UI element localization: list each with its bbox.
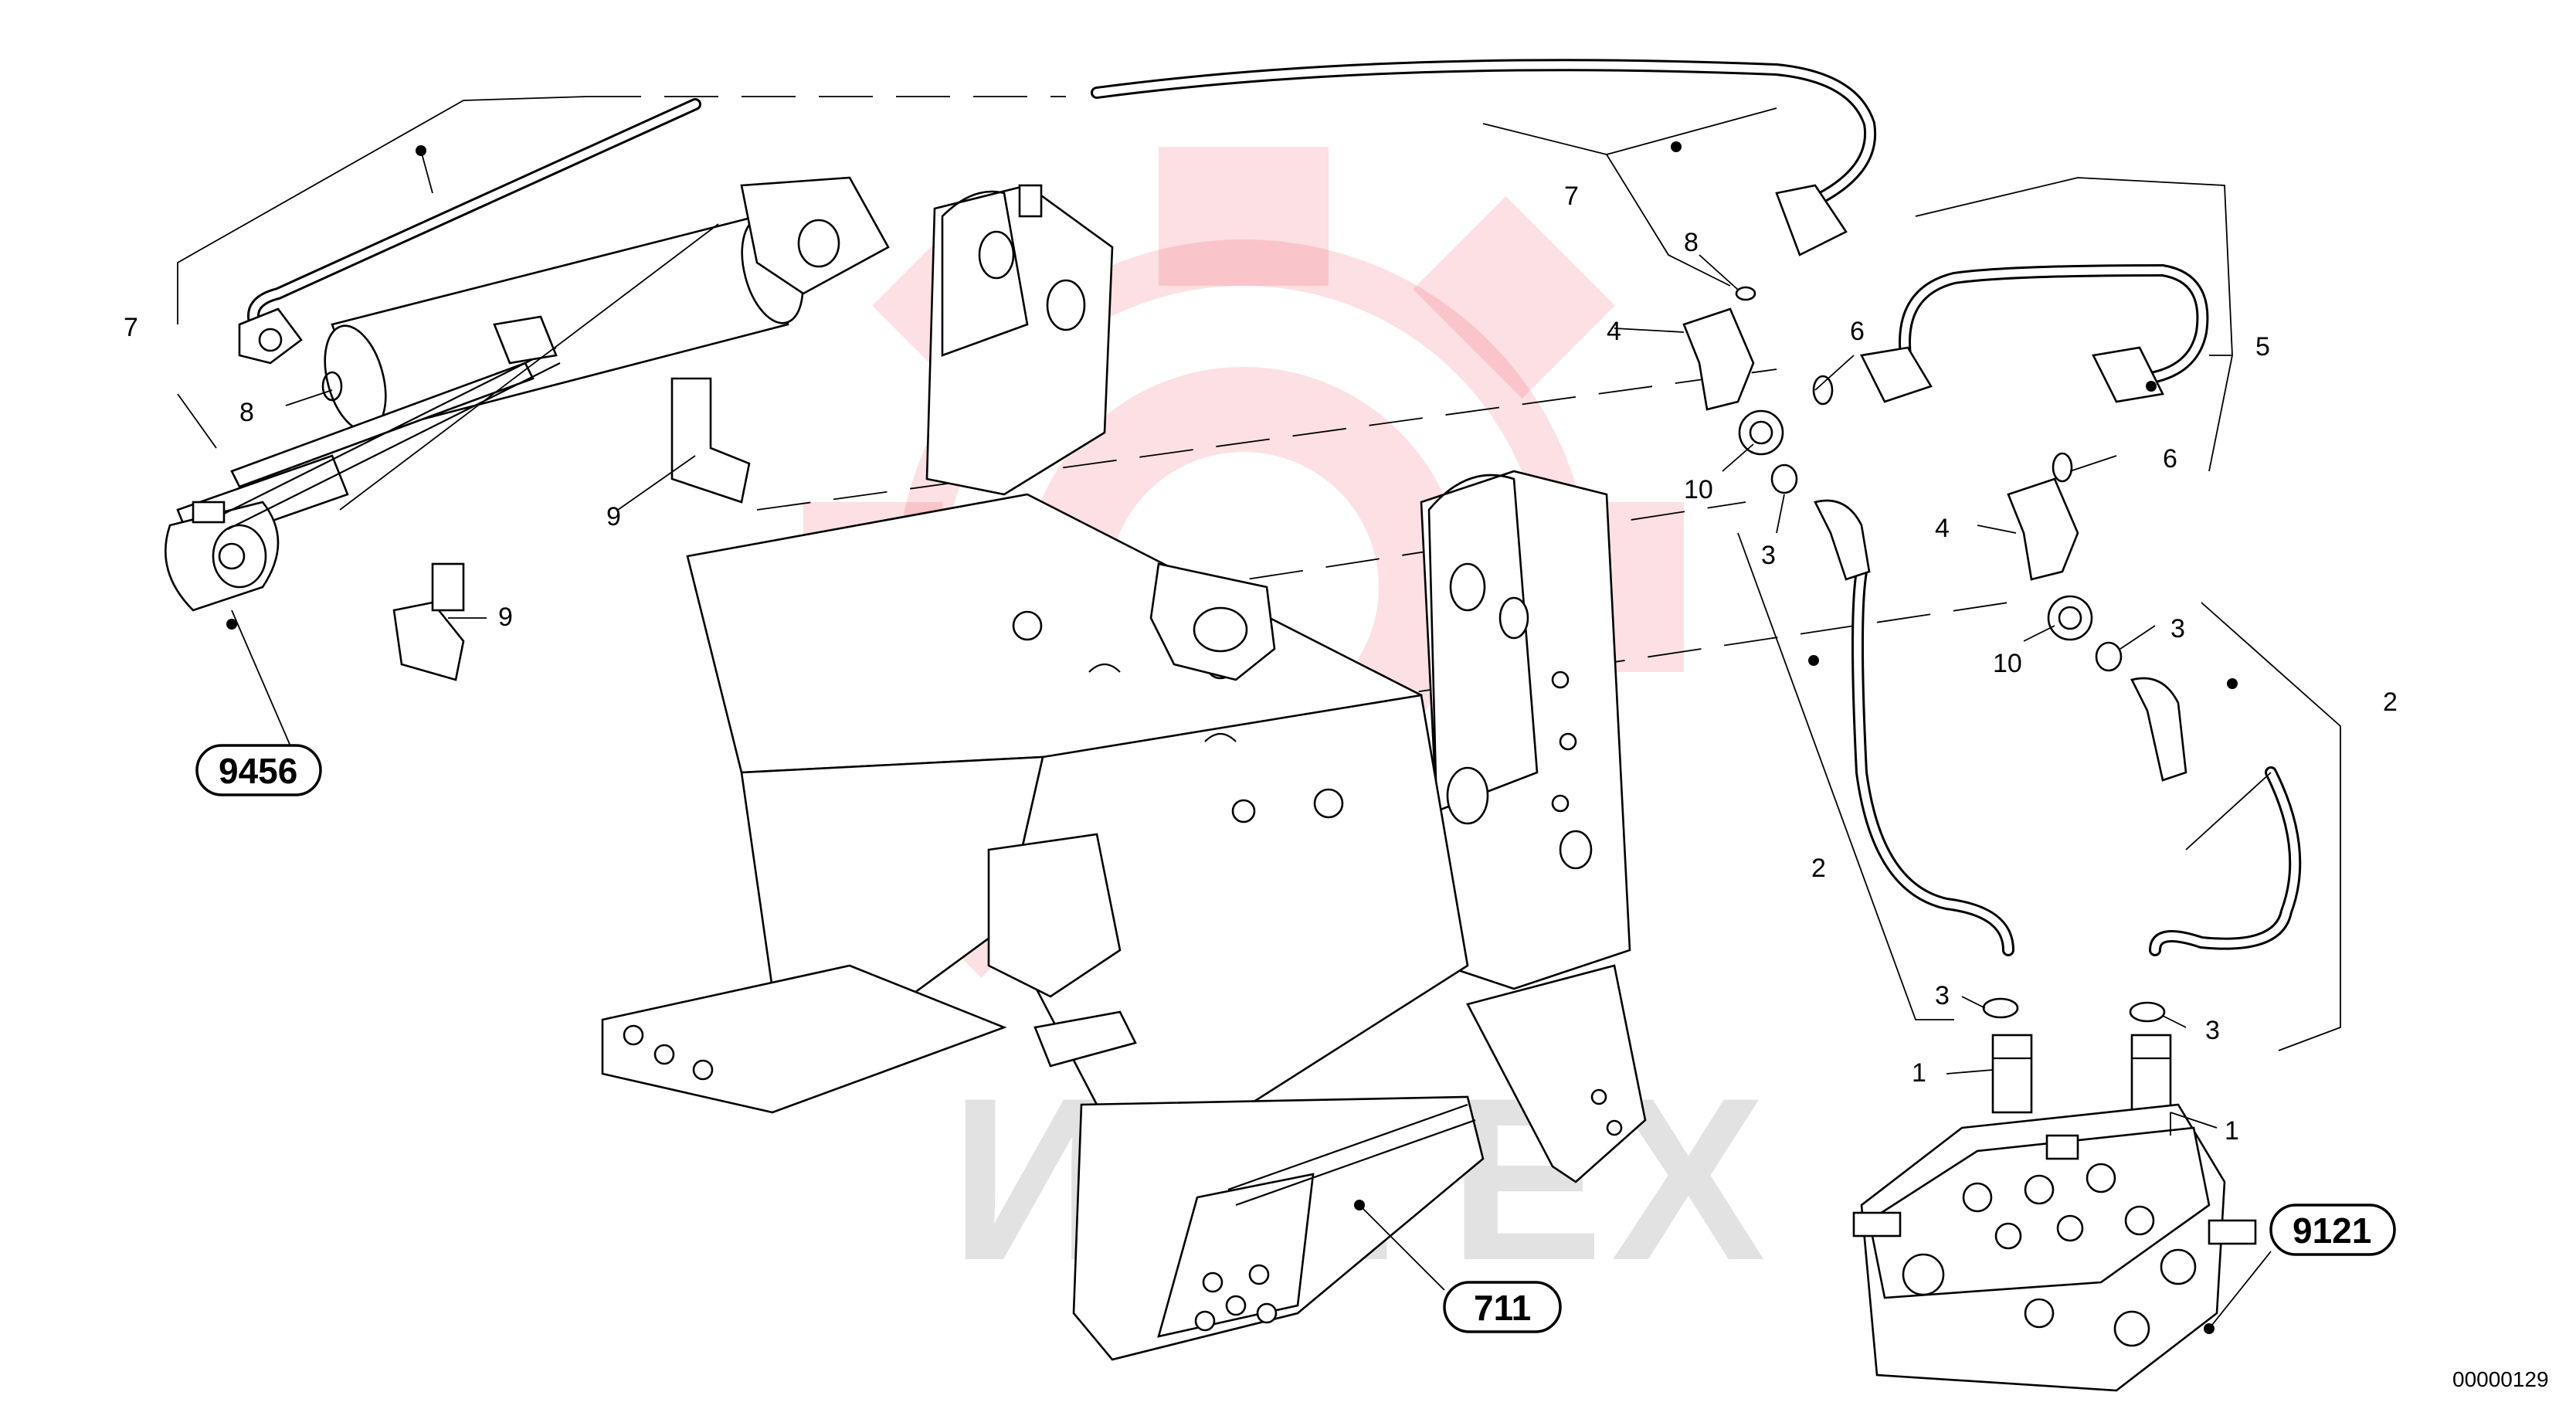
reference-9121[interactable]: 9121: [2269, 1204, 2396, 1256]
callout-2-left: 2: [1811, 854, 1826, 883]
callout-3-right: 3: [2170, 614, 2185, 643]
reference-9456[interactable]: 9456: [195, 744, 322, 796]
callout-7-right: 7: [1564, 182, 1579, 211]
reference-9121-label: 9121: [2293, 1210, 2371, 1251]
callout-10-right: 10: [1993, 649, 2022, 678]
reference-711[interactable]: 711: [1443, 1281, 1562, 1333]
callout-9-right: 9: [498, 603, 513, 632]
callout-2-right: 2: [2383, 688, 2398, 717]
callout-4-right: 4: [1935, 514, 1950, 543]
callout-3-left: 3: [1761, 541, 1776, 570]
callout-7-left: 7: [124, 313, 138, 342]
main-frame-711: [601, 184, 1647, 1361]
callout-8-left: 8: [239, 398, 254, 427]
callout-8-right: 8: [1684, 228, 1699, 257]
callout-numbers: 7 8 9 9 7 8 4 6 5 6 10 3 4 3 10 2 2 3 3 …: [124, 182, 2398, 1146]
callout-3-bottom-right: 3: [2205, 1016, 2220, 1045]
fittings: [238, 184, 2187, 1114]
callout-10-left: 10: [1684, 475, 1713, 504]
callout-6-right: 6: [2163, 444, 2177, 474]
callout-4-top: 4: [1607, 317, 1621, 346]
callout-1-right: 1: [2225, 1116, 2239, 1146]
callout-3-bottom-left: 3: [1935, 981, 1950, 1010]
callout-5: 5: [2255, 332, 2270, 362]
control-valve-9121: [1852, 1103, 2257, 1392]
hydraulic-cylinder-9456: [165, 176, 1043, 612]
reference-711-label: 711: [1474, 1288, 1531, 1328]
reference-9456-label: 9456: [219, 751, 297, 791]
callout-6-top: 6: [1850, 317, 1865, 346]
callout-9-left: 9: [606, 502, 621, 531]
leader-lines: [177, 96, 2341, 1329]
leader-dots: [226, 141, 2238, 1334]
drawing-number: 00000129: [2452, 1367, 2549, 1391]
callout-1-left: 1: [1912, 1058, 1926, 1088]
